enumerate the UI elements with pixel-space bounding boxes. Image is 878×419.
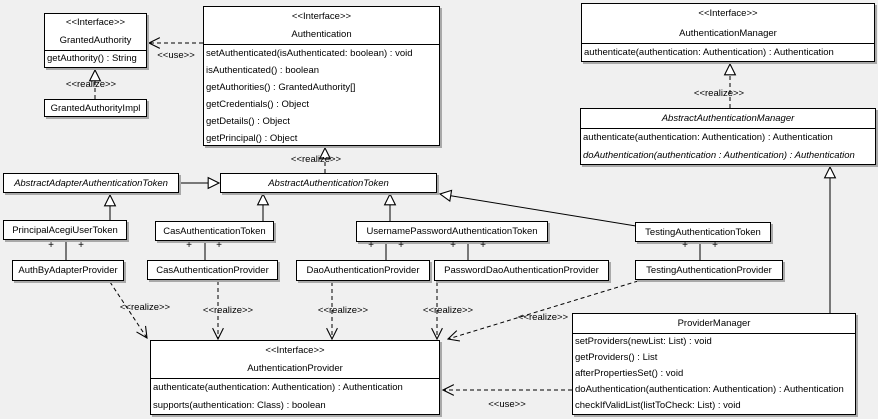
multiplicity-marker: + <box>712 240 718 251</box>
class-name: TestingAuthenticationToken <box>645 226 761 238</box>
class-abstract-authentication-manager: AbstractAuthenticationManager authentica… <box>580 108 876 165</box>
realize-edge-label: <<realize>> <box>119 302 171 313</box>
class-name: AbstractAuthenticationToken <box>268 177 389 189</box>
class-name: ProviderManager <box>677 318 751 329</box>
multiplicity-marker: + <box>682 240 688 251</box>
class-name: Authentication <box>291 29 352 40</box>
class-provider-manager: ProviderManager setProviders(newList: Li… <box>572 313 856 415</box>
class-auth-by-adapter-provider: AuthByAdapterProvider <box>12 260 124 281</box>
class-authentication-provider: <<Interface>> AuthenticationProvider aut… <box>150 340 440 415</box>
class-name: TestingAuthenticationProvider <box>646 264 772 276</box>
method: getPrincipal() : Object <box>206 133 298 144</box>
method: doAuthentication(authentication: Authent… <box>575 384 844 395</box>
class-name: CasAuthenticationToken <box>163 225 266 237</box>
multiplicity-marker: + <box>48 240 54 251</box>
realize-edge-label: <<realize>> <box>65 79 117 90</box>
stereotype-label: <<Interface>> <box>65 17 126 28</box>
method: doAuthentication(authentication : Authen… <box>583 150 855 161</box>
class-testing-authentication-token: TestingAuthenticationToken <box>635 222 771 242</box>
multiplicity-marker: + <box>450 240 456 251</box>
method: getProviders() : List <box>575 352 658 363</box>
method: getDetails() : Object <box>206 116 290 127</box>
class-password-dao-authentication-provider: PasswordDaoAuthenticationProvider <box>434 260 609 281</box>
stereotype-label: <<Interface>> <box>698 8 758 19</box>
multiplicity-marker: + <box>480 240 486 251</box>
multiplicity-marker: + <box>186 240 192 251</box>
realize-edge-label: <<realize>> <box>290 154 342 165</box>
stereotype-label: <<Interface>> <box>291 11 352 22</box>
realize-edge-label: <<realize>> <box>317 305 369 316</box>
class-principal-acegi-user-token: PrincipalAcegiUserToken <box>3 220 127 240</box>
stereotype-label: <<Interface>> <box>265 345 325 356</box>
class-name: PasswordDaoAuthenticationProvider <box>444 265 599 276</box>
method: setAuthenticated(isAuthenticated: boolea… <box>206 48 413 59</box>
edge-realize-testingprovider-authenticationprovider <box>448 280 639 339</box>
class-authentication: <<Interface>> Authentication setAuthenti… <box>203 6 440 146</box>
method: checkIfValidList(listToCheck: List) : vo… <box>575 400 741 411</box>
class-abstract-authentication-token: AbstractAuthenticationToken <box>220 173 437 193</box>
class-granted-authority-impl: GrantedAuthorityImpl <box>44 99 147 117</box>
method: afterPropertiesSet() : void <box>575 368 684 379</box>
class-name: GrantedAuthority <box>59 35 132 46</box>
class-testing-authentication-provider: TestingAuthenticationProvider <box>635 260 783 280</box>
method: getAuthority() : String <box>47 53 137 64</box>
class-name: AuthByAdapterProvider <box>18 265 118 276</box>
edge-gen-testingtoken-abstracttoken <box>440 194 637 227</box>
class-abstract-adapter-authentication-token: AbstractAdapterAuthenticationToken <box>3 173 179 193</box>
multiplicity-marker: + <box>368 240 374 251</box>
class-cas-authentication-provider: CasAuthenticationProvider <box>147 260 278 280</box>
class-authentication-manager: <<Interface>> AuthenticationManager auth… <box>581 3 875 62</box>
multiplicity-marker: + <box>78 240 84 251</box>
use-edge-label: <<use>> <box>488 399 526 410</box>
method: setProviders(newList: List) : void <box>575 336 712 347</box>
realize-edge-label: <<realize>> <box>422 305 474 316</box>
method: authenticate(authentication: Authenticat… <box>153 382 403 393</box>
method: isAuthenticated() : boolean <box>206 65 320 76</box>
class-dao-authentication-provider: DaoAuthenticationProvider <box>296 260 430 281</box>
multiplicity-marker: + <box>216 240 222 251</box>
multiplicity-marker: + <box>398 240 404 251</box>
class-cas-authentication-token: CasAuthenticationToken <box>155 221 274 241</box>
method: getCredentials() : Object <box>206 99 309 110</box>
class-name: CasAuthenticationProvider <box>156 264 269 276</box>
class-granted-authority: <<Interface>> GrantedAuthority getAuthor… <box>44 13 147 68</box>
use-edge-label: <<use>> <box>157 50 195 61</box>
class-name: DaoAuthenticationProvider <box>306 265 420 276</box>
class-name: PrincipalAcegiUserToken <box>12 224 118 236</box>
class-name: AuthenticationProvider <box>247 363 343 374</box>
class-name: AbstractAuthenticationManager <box>661 113 795 124</box>
method: authenticate(authentication: Authenticat… <box>583 132 833 143</box>
class-username-password-authentication-token: UsernamePasswordAuthenticationToken <box>356 221 548 242</box>
method: supports(authentication: Class) : boolea… <box>153 400 326 411</box>
class-name: AuthenticationManager <box>679 28 777 39</box>
realize-edge-label: <<realize>> <box>517 312 569 323</box>
realize-edge-label: <<realize>> <box>202 305 254 316</box>
class-name: UsernamePasswordAuthenticationToken <box>366 226 538 237</box>
method: authenticate(authentication: Authenticat… <box>584 47 834 58</box>
class-name: GrantedAuthorityImpl <box>50 102 141 114</box>
class-name: AbstractAdapterAuthenticationToken <box>14 177 168 189</box>
method: getAuthorities() : GrantedAuthority[] <box>206 82 356 93</box>
realize-edge-label: <<realize>> <box>693 88 745 99</box>
